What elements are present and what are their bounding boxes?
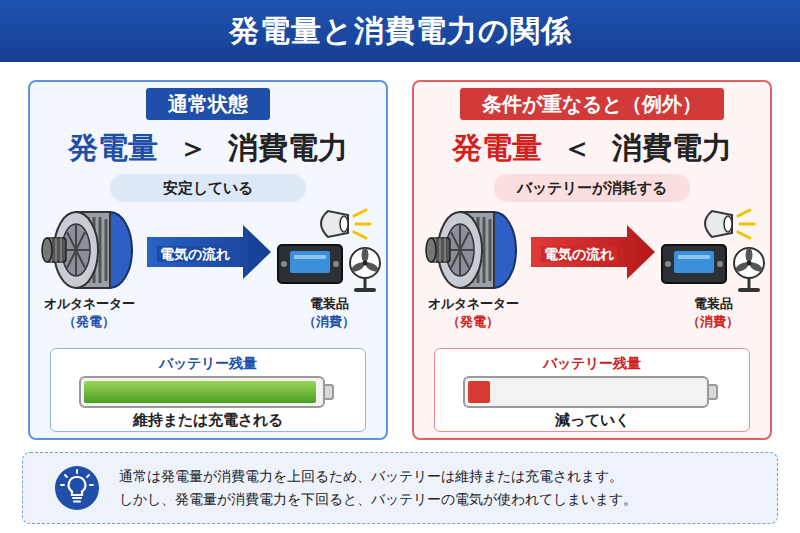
alternator-illustration [418, 205, 528, 295]
battery-status: 維持または充電される [133, 411, 283, 431]
comparison-term: 消費電力 [228, 130, 348, 166]
edge-label-holder: 電気の流れ [157, 244, 233, 264]
component-role: （発電） [447, 313, 499, 331]
battery-bar [462, 375, 722, 409]
battery-status: 減っていく [555, 411, 630, 431]
flow-label: 電気の流れ [157, 246, 233, 262]
status-text: バッテリーが消耗する [517, 179, 667, 198]
battery-bar [78, 375, 338, 409]
comparison-row: 発電量 ＜ 消費電力 [412, 128, 772, 168]
comparison-operator: ＜ [562, 130, 592, 166]
edge-label-holder: 電気の流れ [541, 244, 617, 264]
component-name: 電装品 [310, 295, 349, 313]
component-name: オルタネーター [428, 295, 519, 313]
battery-heading: バッテリー残量 [159, 354, 257, 372]
diagram-title: 発電量と消費電力の関係 [0, 0, 800, 62]
title-band: 発電量と消費電力の関係 [0, 0, 800, 62]
comparison-operator: ＞ [178, 130, 208, 166]
component-name: オルタネーター [44, 295, 135, 313]
note-column: 通常は発電量が消費電力を上回るため、バッテリーは維持または充電されます。しかし、… [119, 465, 637, 511]
component-name: 電装品 [694, 295, 733, 313]
note-box: 通常は発電量が消費電力を上回るため、バッテリーは維持または充電されます。しかし、… [22, 452, 778, 524]
comparison-term: 発電量 [68, 130, 158, 166]
flow-label: 電気の流れ [541, 246, 617, 262]
component-role: （消費） [303, 313, 355, 331]
note-line: 通常は発電量が消費電力を上回るため、バッテリーは維持または充電されます。 [119, 465, 637, 488]
alternator-illustration [34, 205, 144, 295]
alternator-box: オルタネーター（発電） [418, 205, 528, 345]
devices-illustration [658, 205, 768, 295]
note-line: しかし、発電量が消費電力を下回ると、バッテリーの電気が使われてしまいます。 [119, 488, 637, 511]
battery-box: バッテリー残量 減っていく [434, 348, 750, 432]
panel-heading: 条件が重なると（例外） [460, 88, 724, 120]
electrical-devices-box: 電装品（消費） [658, 205, 768, 345]
status-pill: バッテリーが消耗する [494, 174, 690, 202]
electrical-devices-box: 電装品（消費） [274, 205, 384, 345]
component-role: （消費） [687, 313, 739, 331]
lightbulb-icon [53, 464, 101, 512]
flow-arrow [147, 225, 271, 279]
alternator-box: オルタネーター（発電） [34, 205, 144, 345]
panel-heading: 通常状態 [146, 88, 270, 120]
devices-illustration [274, 205, 384, 295]
component-role: （発電） [63, 313, 115, 331]
comparison-term: 発電量 [452, 130, 542, 166]
battery-box: バッテリー残量 維持または充電される [50, 348, 366, 432]
comparison-term: 消費電力 [612, 130, 732, 166]
flow-arrow [531, 225, 655, 279]
status-pill: 安定している [110, 174, 306, 202]
status-text: 安定している [163, 179, 253, 198]
battery-heading: バッテリー残量 [543, 354, 641, 372]
comparison-row: 発電量 ＞ 消費電力 [28, 128, 388, 168]
